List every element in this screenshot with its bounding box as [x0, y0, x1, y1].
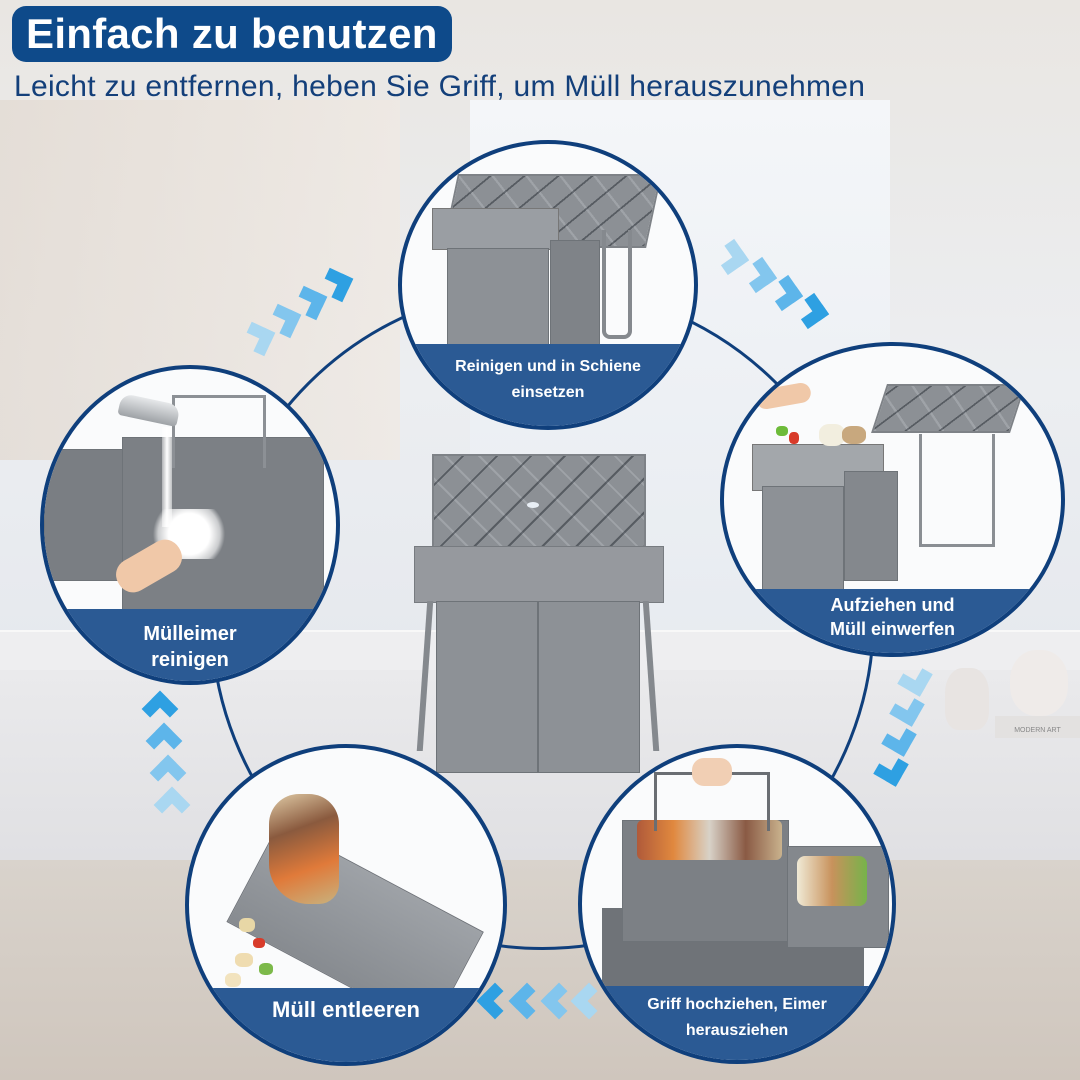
bin-left: [436, 601, 538, 773]
bin-handle: [602, 230, 632, 339]
drawer-rail: [919, 434, 995, 547]
food-waste: [842, 426, 866, 444]
food-waste: [637, 820, 782, 860]
step-circle-bottom-left: Müll entleeren: [185, 744, 507, 1066]
arrow-icon-right-down: [872, 660, 942, 795]
lid-badge: [527, 502, 539, 508]
bin-frame: [414, 546, 664, 603]
food-waste: [253, 938, 265, 948]
arrow-icon-top-left: [240, 267, 360, 358]
step-label: Müll entleeren: [189, 988, 503, 1062]
book-decor: MODERN ART: [995, 716, 1080, 738]
step-label: Griff hochziehen, Eimer herausziehen: [582, 986, 892, 1060]
center-product-image: [414, 454, 664, 776]
page-subtitle: Leicht zu entfernen, heben Sie Griff, um…: [14, 70, 866, 103]
bin-front: [762, 486, 844, 593]
step-label: Mülleimer reinigen: [44, 609, 336, 681]
food-waste: [269, 794, 339, 904]
arrow-icon-left-up: [135, 690, 205, 830]
step-label: Aufziehen und Müll einwerfen: [724, 589, 1061, 653]
bin-rail: [642, 601, 660, 751]
bin-lid: [871, 384, 1026, 433]
food-waste: [819, 424, 845, 446]
bin-right: [538, 601, 640, 773]
bin-lid: [432, 454, 646, 550]
food-waste: [239, 918, 255, 932]
vase-decor: [1010, 650, 1068, 716]
bin-frame: [432, 208, 559, 250]
bin-back: [844, 471, 898, 581]
food-waste: [235, 953, 253, 967]
vase-decor: [945, 668, 989, 730]
food-waste: [797, 856, 867, 906]
water-stream: [162, 427, 172, 527]
step-label: Reinigen und in Schiene einsetzen: [402, 344, 694, 426]
step-circle-left: Mülleimer reinigen: [40, 365, 340, 685]
food-waste: [225, 973, 241, 987]
food-waste: [789, 432, 799, 444]
step-circle-bottom-right: Griff hochziehen, Eimer herausziehen: [578, 744, 896, 1064]
bin-rail: [416, 601, 434, 751]
hand: [692, 758, 732, 786]
bucket-handle: [172, 395, 266, 468]
step-circle-top: Reinigen und in Schiene einsetzen: [398, 140, 698, 430]
step-circle-right: Aufziehen und Müll einwerfen: [720, 342, 1065, 657]
food-waste: [259, 963, 273, 975]
food-waste: [776, 426, 788, 436]
arrow-icon-top-right: [710, 238, 830, 333]
page-title: Einfach zu benutzen: [12, 6, 452, 62]
